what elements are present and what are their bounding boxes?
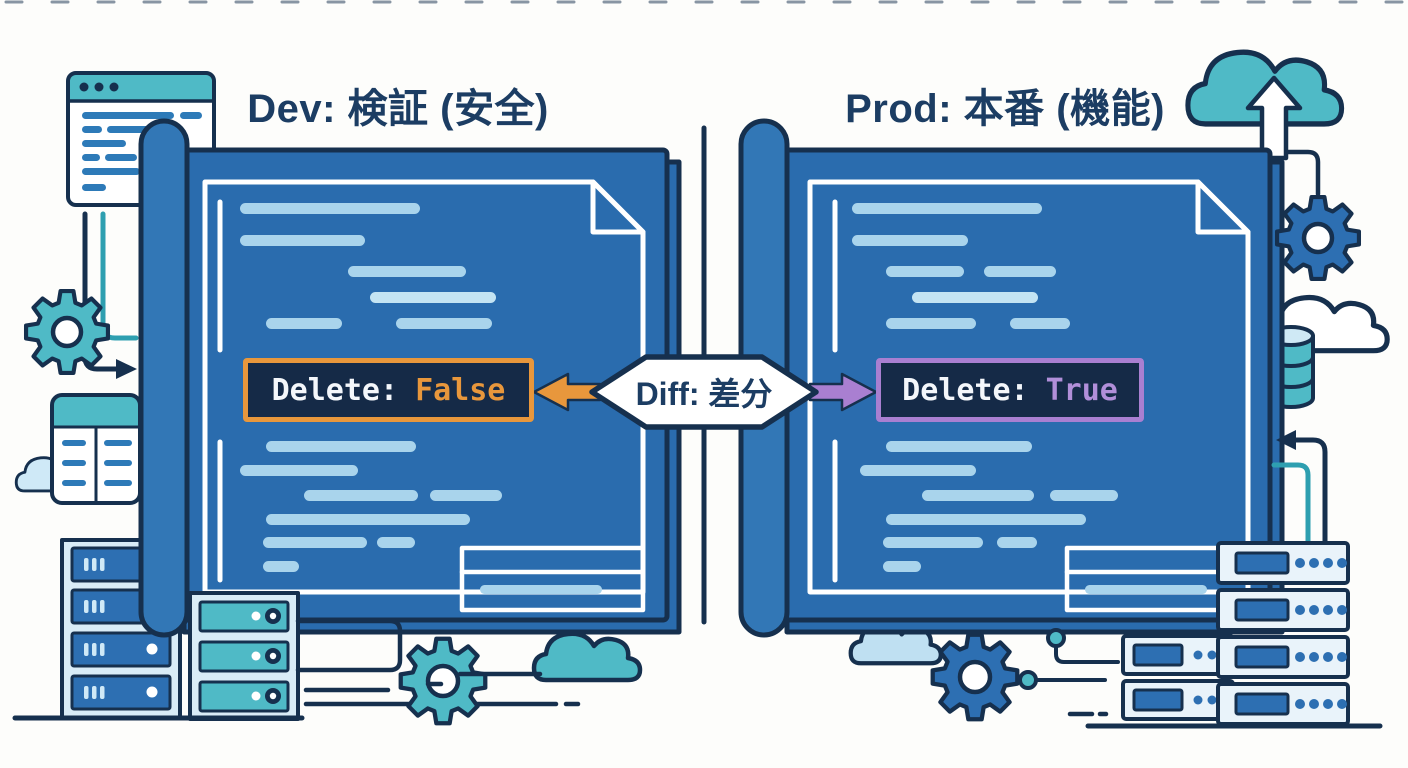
folded-corner-icon <box>1195 179 1251 235</box>
scroll-tube <box>138 118 190 638</box>
gear-icon <box>26 291 108 373</box>
circuit-nodes-icon <box>1018 628 1120 717</box>
folded-corner-icon <box>590 179 646 235</box>
prod-delete-key: Delete: <box>902 372 1029 408</box>
prod-delete-value: True <box>1045 372 1118 408</box>
gear-icon <box>401 639 486 724</box>
cloud-icon <box>425 634 640 687</box>
diff-hexagon <box>589 354 819 430</box>
code-lines <box>240 203 502 572</box>
server-box-icon <box>188 591 300 721</box>
prod-delete-box: Delete: True <box>876 358 1144 422</box>
footer-box <box>459 545 646 613</box>
inner-border <box>807 179 1251 595</box>
gear-icon <box>933 635 1018 720</box>
dev-delete-key: Delete: <box>271 372 399 408</box>
left-arrow-icon <box>1271 430 1328 546</box>
dev-title: Dev: 検証 (安全) <box>247 87 549 131</box>
arrow-up-icon <box>1245 75 1303 161</box>
code-lines <box>852 203 1118 572</box>
diff-label: Diff: 差分 <box>635 376 773 412</box>
gear-icon <box>1277 197 1359 279</box>
dev-delete-box: Delete: False <box>243 358 534 422</box>
prod-title: Prod: 本番 (機能) <box>845 87 1165 131</box>
table-card-icon <box>50 393 142 505</box>
dev-delete-value: False <box>415 372 506 408</box>
teal-connector-line <box>100 211 139 341</box>
